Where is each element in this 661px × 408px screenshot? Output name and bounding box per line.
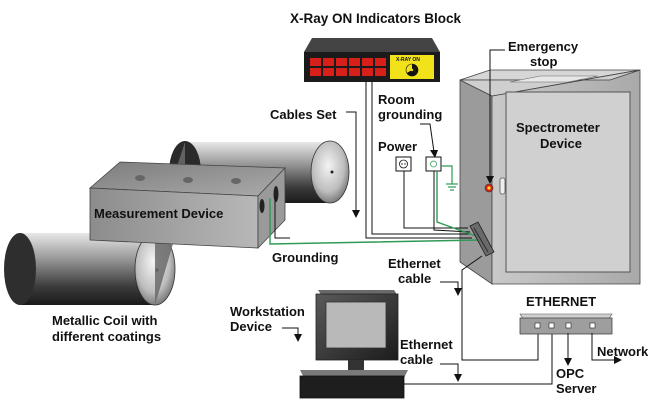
measurement-device xyxy=(88,161,286,249)
network-arrow xyxy=(591,333,622,364)
grounding-wire xyxy=(269,171,481,245)
power-outlet xyxy=(395,156,412,172)
room-label-line2: grounding xyxy=(378,107,442,122)
ethernet-cable2-label-line2: cable xyxy=(400,352,433,367)
cable-connector xyxy=(469,221,495,257)
grounding-label: Grounding xyxy=(272,250,338,265)
room-label-line1: Room xyxy=(378,92,415,107)
cables-set xyxy=(274,82,472,239)
grounding-outlet xyxy=(425,156,442,172)
power-label: Power xyxy=(378,139,417,154)
coil-front-cylinder xyxy=(4,232,176,306)
workstation-device xyxy=(299,290,408,399)
cabinet-handle xyxy=(499,177,506,195)
emergency-pointer xyxy=(489,49,505,180)
spectrometer-label-line1: Spectrometer xyxy=(516,120,600,135)
xray-indicator-lights xyxy=(310,58,386,76)
keyboard xyxy=(299,375,405,399)
cables-set-pointer xyxy=(346,111,357,214)
spectrometer-label-line2: Device xyxy=(540,136,582,151)
ethernet-cable1-label-line1: Ethernet xyxy=(388,256,441,271)
ethernet-hub-label: ETHERNET xyxy=(526,294,596,309)
opc-server-arrow xyxy=(564,333,572,366)
opc-label-line1: OPC xyxy=(556,366,585,381)
workstation-label-line2: Device xyxy=(230,319,272,334)
network-label: Network xyxy=(597,344,649,359)
ethernet-cable-1 xyxy=(461,255,539,361)
ethernet-cable2-label-line1: Ethernet xyxy=(400,337,453,352)
xray-badge-label: X-RAY ON xyxy=(396,57,420,63)
ethernet-cable1-label-line2: cable xyxy=(398,271,431,286)
workstation-label-line1: Workstation xyxy=(230,304,305,319)
measurement-device-label: Measurement Device xyxy=(94,206,223,221)
emergency-label-line2: stop xyxy=(530,54,558,69)
ethernet-hub xyxy=(519,313,613,335)
coil-label-line2: different coatings xyxy=(52,329,161,344)
spectrometer-device xyxy=(459,69,641,285)
monitor-screen xyxy=(325,301,387,349)
emergency-label-line1: Emergency xyxy=(508,39,579,54)
xray-block-label: X-Ray ON Indicators Block xyxy=(290,11,462,26)
cables-set-label: Cables Set xyxy=(270,107,337,122)
radiation-icon xyxy=(405,63,419,77)
opc-label-line2: Server xyxy=(556,381,596,396)
power-cable xyxy=(403,171,471,233)
coil-label-line1: Metallic Coil with xyxy=(52,313,158,328)
ground-symbol-icon xyxy=(441,165,458,191)
xray-indicator-block: X-RAY ON xyxy=(304,38,440,82)
ethernet-cable-2 xyxy=(404,333,553,385)
